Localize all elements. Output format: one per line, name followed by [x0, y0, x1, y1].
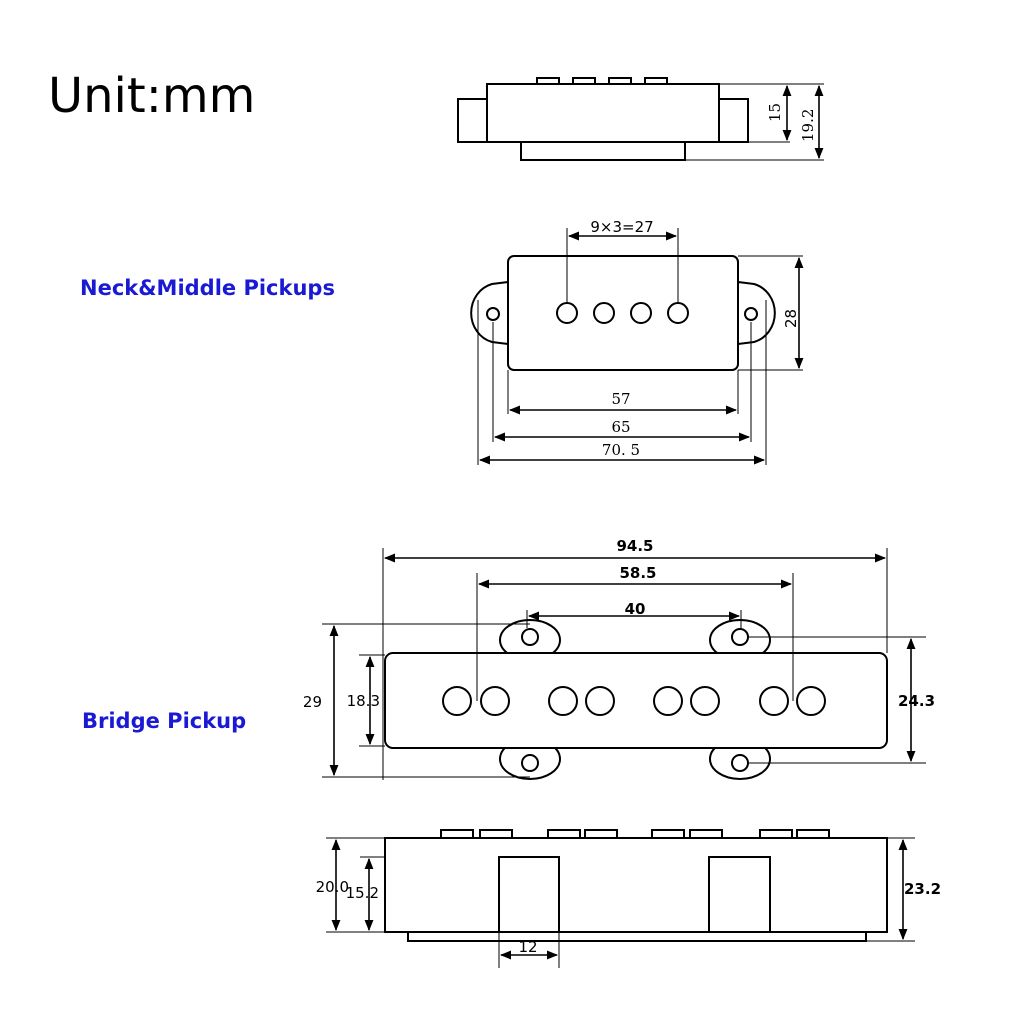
- cover-width: 57: [611, 390, 630, 408]
- pole-piece: [442, 686, 472, 716]
- bridge-overall-height: 29: [303, 693, 322, 711]
- pole-piece: [796, 686, 826, 716]
- neck-middle-top-view: 9×3=27 28 57 65 70. 5: [470, 218, 804, 465]
- neck-middle-side-view: 15 19.2: [457, 77, 824, 161]
- bridge-side-body-height: 15.2: [346, 884, 379, 902]
- bridge-label: Bridge Pickup: [82, 709, 246, 733]
- bridge-mount-hole-span: 40: [625, 600, 646, 618]
- bridge-cover-height: 18.3: [347, 692, 380, 710]
- bridge-side-overall-height: 23.2: [904, 880, 941, 898]
- bridge-overall-width: 94.5: [616, 537, 653, 555]
- bridge-magnet-width: 12: [518, 938, 537, 956]
- pole-piece: [480, 686, 510, 716]
- bridge-side-total-height: 20.0: [316, 878, 349, 896]
- unit-label: Unit:mm: [48, 68, 255, 124]
- pole-piece: [653, 686, 683, 716]
- pole-piece: [585, 686, 615, 716]
- pole-piece: [556, 302, 578, 324]
- pole-piece: [548, 686, 578, 716]
- bridge-outer-poles-span: 58.5: [619, 564, 656, 582]
- pole-piece: [630, 302, 652, 324]
- pole-piece: [690, 686, 720, 716]
- bridge-side-view: 20.0 15.2 23.2 12: [316, 829, 941, 968]
- neck-middle-label: Neck&Middle Pickups: [80, 276, 335, 300]
- bridge-mount-hole-vertical: 24.3: [898, 692, 935, 710]
- overall-width: 70. 5: [602, 441, 640, 459]
- side-height-total: 19.2: [799, 109, 817, 142]
- side-height-inner: 15: [766, 103, 784, 122]
- pole-piece: [759, 686, 789, 716]
- pole-piece: [593, 302, 615, 324]
- mount-hole-span: 65: [611, 418, 630, 436]
- pole-spacing: 9×3=27: [590, 218, 653, 236]
- bridge-top-view: 94.5 58.5 40 29 18.3 24.3: [303, 537, 935, 780]
- cover-height: 28: [782, 309, 800, 328]
- pole-piece: [667, 302, 689, 324]
